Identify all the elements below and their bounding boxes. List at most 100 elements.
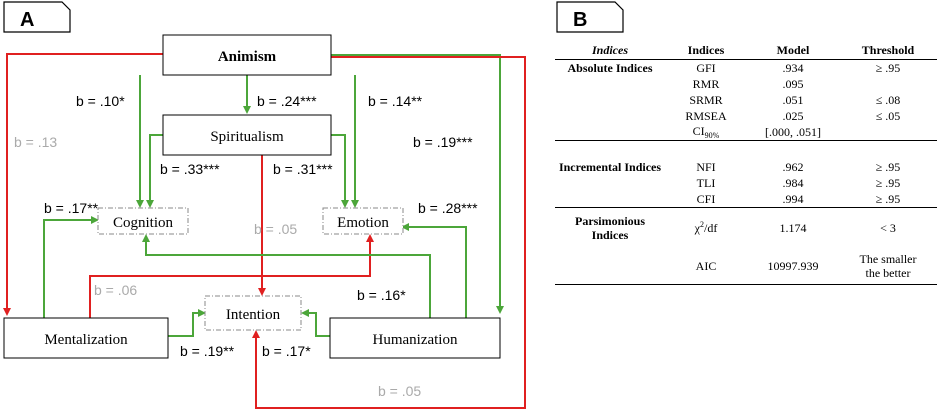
path-spiritualism-emotion — [331, 134, 349, 208]
path-spiritualism-cognition — [146, 134, 163, 208]
cell-index: RMSEA — [685, 108, 727, 123]
label-spiritualism-intention: b = .05 — [254, 221, 297, 237]
chi-text: χ — [694, 221, 700, 235]
label-humanization-intention: b = .17* — [262, 343, 311, 359]
cell-model: .984 — [782, 175, 804, 190]
path-diagram: A Animism Spiritualism Cognition Emotion — [3, 1, 526, 409]
group-incremental: Incremental Indices — [555, 140, 665, 191]
cell-threshold: ≤ .05 — [875, 108, 901, 123]
path-mentalization-intention — [168, 309, 206, 337]
path-humanization-cognition — [142, 234, 431, 318]
panel-b: B Indices Indices Model Threshold Absolu… — [553, 0, 941, 300]
label-humanization-cognition: b = .16* — [357, 287, 406, 303]
table-row: TLI .984 ≥ .95 — [555, 175, 937, 191]
label-animism-emotion: b = .14** — [368, 93, 423, 109]
node-mentalization: Mentalization — [3, 317, 169, 359]
group-parsimonious: Parsimonious Indices — [555, 207, 665, 248]
label-animism-spiritualism: b = .24*** — [257, 93, 317, 109]
cell-model: .095 — [782, 76, 804, 91]
cell-threshold: < 3 — [839, 207, 937, 248]
cell-index: RMR — [692, 76, 720, 91]
path-animism-mentalization — [3, 53, 163, 316]
table-row: Parsimonious Indices χ2/df 1.174 < 3 — [555, 207, 937, 248]
header-indices-group: Indices — [555, 42, 665, 60]
cell-model: [.000, .051] — [765, 124, 821, 139]
node-humanization: Humanization — [329, 317, 501, 359]
cell-threshold: ≥ .95 — [875, 191, 901, 206]
cell-threshold: ≥ .95 — [839, 140, 937, 175]
label-mentalization-cognition: b = .17** — [44, 200, 99, 216]
cell-threshold: ≤ .08 — [875, 92, 901, 107]
cell-model: .934 — [782, 60, 804, 75]
node-animism: Animism — [162, 34, 332, 76]
label-animism-intention: b = .05 — [378, 383, 421, 399]
cell-threshold: ≥ .95 — [875, 60, 901, 75]
cell-threshold: The smaller the better — [839, 248, 937, 285]
cell-index: χ2/df — [665, 207, 747, 248]
panel-a-tag: A — [3, 1, 71, 33]
header-model: Model — [747, 42, 839, 60]
label-animism-cognition: b = .10* — [76, 93, 125, 109]
label-humanization-emotion: b = .28*** — [418, 200, 478, 216]
svg-text:Intention: Intention — [226, 307, 281, 323]
table-row: Incremental Indices NFI .962 ≥ .95 — [555, 140, 937, 191]
svg-text:Mentalization: Mentalization — [44, 332, 128, 348]
path-humanization-intention — [301, 309, 330, 337]
cell-index: TLI — [696, 175, 716, 190]
svg-text:Cognition: Cognition — [113, 215, 174, 231]
label-mentalization-emotion: b = .06 — [94, 282, 137, 298]
group-absolute: Absolute Indices — [567, 60, 653, 75]
label-spiritualism-emotion: b = .31*** — [273, 161, 333, 177]
label-animism-mentalization: b = .13 — [14, 134, 57, 150]
table-row: RMR .095 — [555, 76, 937, 92]
cell-threshold — [839, 124, 937, 141]
cell-index: NFI — [665, 140, 747, 175]
cell-threshold: ≥ .95 — [875, 175, 901, 190]
table-row: CI90% [.000, .051] — [555, 124, 937, 141]
cell-index: CFI — [696, 191, 716, 206]
panel-b-label: B — [573, 9, 587, 31]
cell-threshold — [839, 76, 937, 92]
cell-model: .962 — [747, 140, 839, 175]
ci-subscript: 90% — [704, 131, 720, 140]
path-animism-humanization — [331, 54, 504, 314]
path-mentalization-cognition — [43, 216, 99, 318]
label-spiritualism-cognition: b = .33*** — [160, 161, 220, 177]
table-row: SRMR .051 ≤ .08 — [555, 92, 937, 108]
header-threshold: Threshold — [839, 42, 937, 60]
panel-a-label: A — [20, 9, 34, 31]
cell-index: SRMR — [689, 92, 723, 107]
node-emotion: Emotion — [322, 207, 404, 235]
cell-model: 1.174 — [747, 207, 839, 248]
chi-tail: /df — [703, 221, 718, 235]
cell-model: .025 — [782, 108, 804, 123]
table-header: Indices Indices Model Threshold — [555, 42, 937, 60]
node-cognition: Cognition — [97, 207, 189, 235]
chi-superscript: 2 — [699, 220, 704, 229]
cell-model: .051 — [782, 92, 804, 107]
cell-model: .994 — [782, 191, 804, 206]
table-row: RMSEA .025 ≤ .05 — [555, 108, 937, 124]
header-indices: Indices — [665, 42, 747, 60]
path-humanization-emotion — [401, 223, 467, 318]
ci-text: CI — [692, 124, 705, 138]
table-row: CFI .994 ≥ .95 — [555, 191, 937, 208]
svg-text:Animism: Animism — [218, 49, 277, 65]
svg-text:Spiritualism: Spiritualism — [210, 129, 284, 145]
label-animism-humanization: b = .19*** — [413, 134, 473, 150]
table-row: AIC 10997.939 The smaller the better — [555, 248, 937, 285]
panel-a: A Animism Spiritualism Cognition Emotion — [3, 1, 526, 409]
fit-indices-table: Indices Indices Model Threshold Absolute… — [555, 42, 937, 285]
node-intention: Intention — [204, 295, 302, 331]
svg-text:Emotion: Emotion — [337, 215, 389, 231]
svg-text:Humanization: Humanization — [373, 332, 458, 348]
cell-model: 10997.939 — [747, 248, 839, 285]
panel-b-tag: B — [556, 1, 624, 33]
path-animism-intention — [252, 56, 526, 409]
cell-index: GFI — [696, 60, 716, 75]
table-row: Absolute Indices GFI .934 ≥ .95 — [555, 60, 937, 77]
label-mentalization-intention: b = .19** — [180, 343, 235, 359]
cell-index: CI90% — [665, 124, 747, 141]
cell-index: AIC — [665, 248, 747, 285]
node-spiritualism: Spiritualism — [162, 114, 332, 156]
